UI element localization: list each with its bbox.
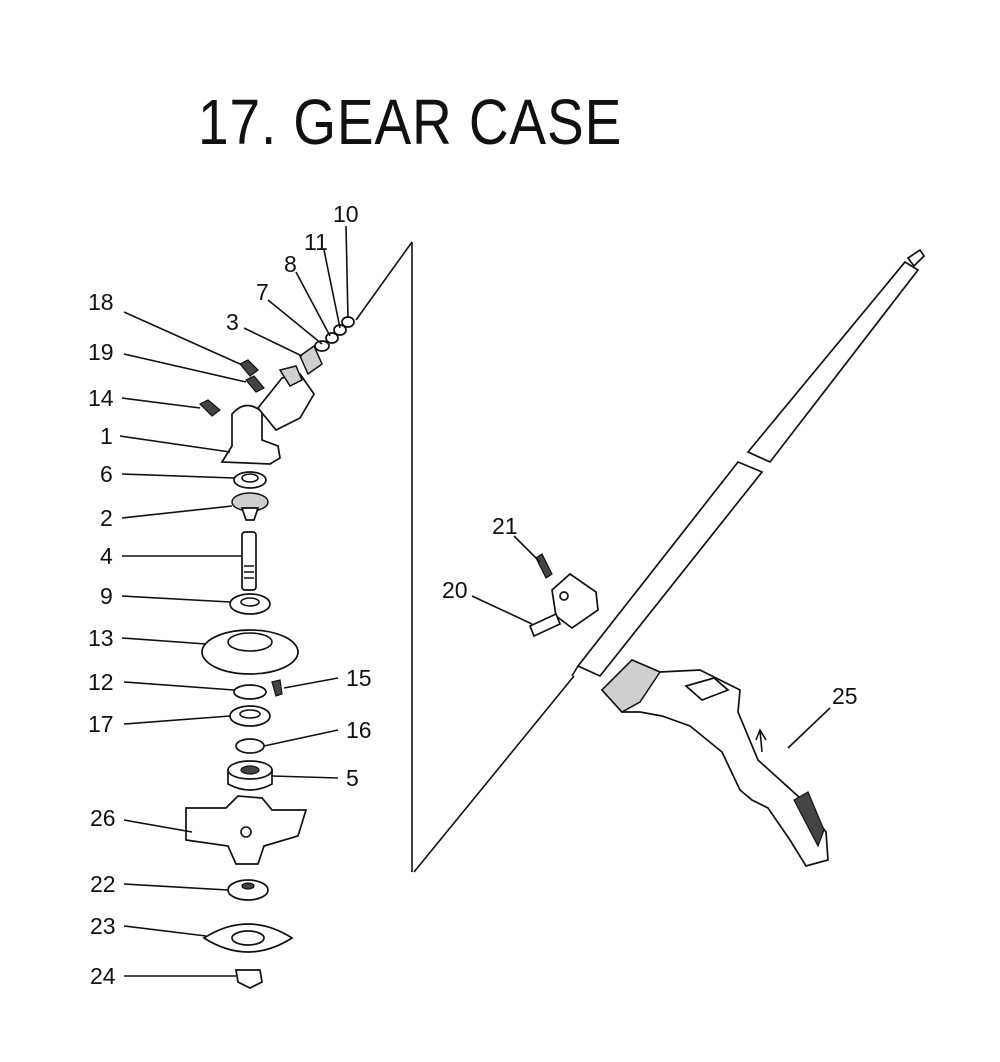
holder-part-5 (227, 760, 273, 791)
shaft-part-4 (241, 531, 257, 591)
bolt-part-21 (535, 553, 553, 579)
callout-25: 25 (832, 683, 858, 709)
callout-labels: 10 11 8 7 3 18 19 14 1 6 2 4 9 13 12 15 … (88, 201, 858, 989)
callout-1: 1 (100, 423, 113, 449)
callout-11: 11 (304, 229, 328, 255)
callout-9: 9 (100, 583, 113, 609)
bevel-gear-part-3 (299, 344, 323, 376)
cup-part-23 (202, 923, 294, 953)
callout-13: 13 (88, 625, 114, 651)
callout-23: 23 (90, 913, 116, 939)
callout-4: 4 (100, 543, 113, 569)
callout-6: 6 (100, 461, 113, 487)
bolts-parts-18-19-14 (198, 359, 265, 417)
seal-part-17 (229, 705, 271, 727)
gear-part-2 (231, 492, 269, 521)
bearing-part-9 (229, 593, 271, 615)
callout-19: 19 (88, 339, 114, 365)
callout-5: 5 (346, 765, 359, 791)
bearing-part-6 (233, 471, 267, 489)
clamp-part-20 (528, 572, 599, 638)
callout-16: 16 (346, 717, 372, 743)
callout-26: 26 (90, 805, 116, 831)
callout-22: 22 (90, 871, 116, 897)
screw-part-15 (271, 679, 283, 697)
drive-shaft-pipe (355, 241, 926, 873)
callout-24: 24 (90, 963, 116, 989)
callout-3: 3 (226, 309, 239, 335)
callout-17: 17 (88, 711, 114, 737)
cover-part-13 (201, 629, 299, 675)
callout-12: 12 (88, 669, 114, 695)
handle-part-25 (600, 658, 829, 867)
callout-8: 8 (284, 251, 297, 277)
callout-21: 21 (492, 513, 518, 539)
blade-part-26 (185, 795, 308, 865)
callout-18: 18 (88, 289, 114, 315)
gear-case-body-part-1 (220, 365, 316, 465)
washer-parts-7-8-11-10 (314, 316, 355, 352)
callout-2: 2 (100, 505, 113, 531)
callout-15: 15 (346, 665, 372, 691)
washer-part-22 (227, 879, 269, 901)
leader-lines (119, 225, 831, 977)
collar-part-16 (235, 738, 265, 754)
callout-7: 7 (256, 279, 269, 305)
diagram-title: 17. GEAR CASE (198, 86, 623, 158)
nut-part-24 (234, 969, 263, 989)
callout-20: 20 (442, 577, 468, 603)
callout-10: 10 (333, 201, 359, 227)
snap-ring-part-12 (233, 684, 267, 700)
callout-14: 14 (88, 385, 114, 411)
